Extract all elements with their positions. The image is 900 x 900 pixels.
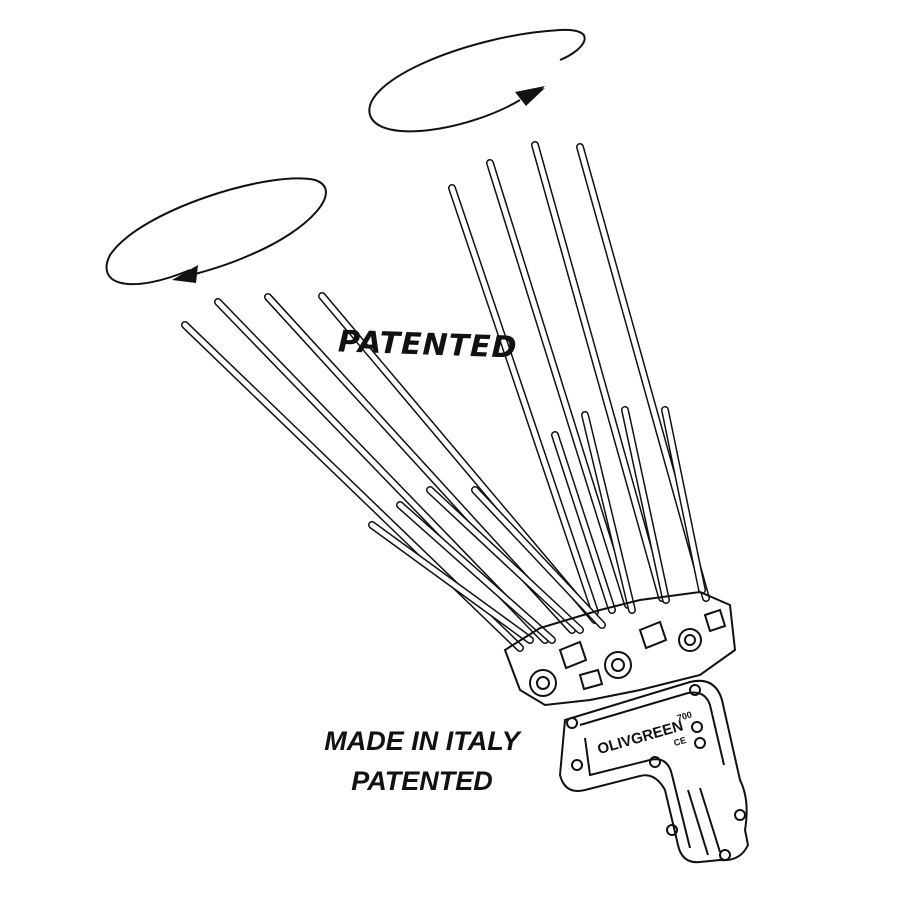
harvester-rod	[396, 501, 556, 644]
rotate-clockwise-arrow-icon	[368, 28, 586, 133]
device-model-label: 700	[676, 709, 693, 723]
harvester-rods	[181, 141, 710, 652]
harvester-rod	[448, 184, 599, 616]
patented-handwritten-title: PATENTED	[337, 324, 518, 365]
patented-caption: PATENTED	[351, 766, 493, 796]
harvester-rod	[551, 431, 616, 614]
harvester-rod	[531, 141, 666, 602]
harvester-rod	[368, 521, 534, 644]
device-body: OLIVGREEN 700 CE	[558, 679, 750, 864]
harvester-rod	[581, 411, 636, 614]
harvester-rod	[471, 486, 606, 629]
harvester-rod	[661, 406, 706, 594]
harvester-rod	[426, 486, 584, 634]
rod-hub-assembly	[503, 590, 737, 707]
ce-mark: CE	[673, 735, 688, 748]
made-in-italy-caption: MADE IN ITALY	[324, 726, 520, 756]
rotate-counterclockwise-arrow-icon	[105, 177, 327, 286]
harvester-rod	[621, 406, 670, 604]
harvester-rod	[486, 159, 632, 609]
